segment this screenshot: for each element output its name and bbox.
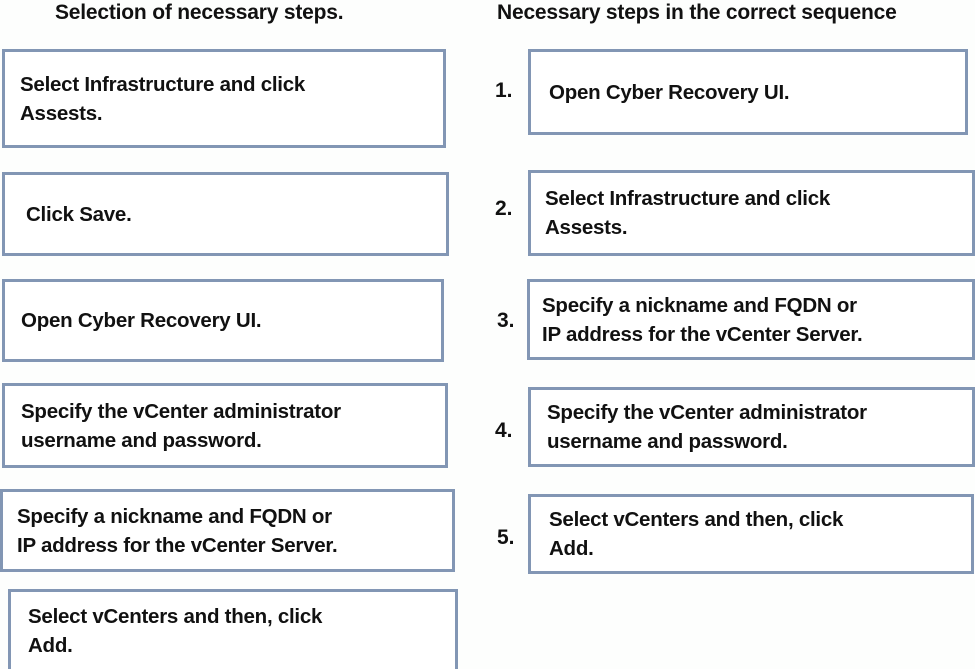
- ordered-step-item[interactable]: Specify a nickname and FQDN or IP addres…: [527, 279, 975, 360]
- ordered-step-label: Select Infrastructure and click Assests.: [545, 187, 831, 239]
- source-step-item[interactable]: Specify the vCenter administrator userna…: [2, 383, 448, 468]
- ordered-step-item[interactable]: Open Cyber Recovery UI.: [528, 49, 968, 135]
- source-step-label: Specify the vCenter administrator userna…: [21, 399, 341, 452]
- ordered-step-item[interactable]: Specify the vCenter administrator userna…: [528, 387, 975, 467]
- sequence-number: 2.: [495, 197, 513, 220]
- source-step-label: Specify a nickname and FQDN or IP addres…: [17, 504, 338, 557]
- source-step-item[interactable]: Open Cyber Recovery UI.: [2, 279, 444, 362]
- ordered-step-label: Open Cyber Recovery UI.: [549, 80, 790, 104]
- sequence-number: 1.: [495, 79, 513, 102]
- source-step-item[interactable]: Select Infrastructure and click Assests.: [2, 49, 446, 148]
- ordered-step-label: Specify the vCenter administrator userna…: [547, 401, 867, 453]
- ordered-step-item[interactable]: Select Infrastructure and click Assests.: [528, 170, 975, 256]
- right-column-header: Necessary steps in the correct sequence: [497, 1, 897, 24]
- source-step-item[interactable]: Click Save.: [2, 172, 449, 256]
- source-step-item[interactable]: Select vCenters and then, click Add.: [8, 589, 458, 669]
- source-step-item[interactable]: Specify a nickname and FQDN or IP addres…: [0, 489, 455, 572]
- ordered-step-label: Specify a nickname and FQDN or IP addres…: [542, 293, 863, 346]
- sequence-number: 4.: [495, 419, 513, 442]
- source-step-label: Click Save.: [26, 202, 132, 226]
- source-step-label: Select Infrastructure and click Assests.: [20, 72, 306, 125]
- ordered-step-item[interactable]: Select vCenters and then, click Add.: [528, 494, 974, 574]
- source-step-label: Open Cyber Recovery UI.: [21, 309, 262, 332]
- ordered-step-label: Select vCenters and then, click Add.: [549, 508, 844, 560]
- sequence-number: 3.: [497, 309, 515, 332]
- sequence-number: 5.: [497, 526, 515, 549]
- left-column-header: Selection of necessary steps.: [55, 1, 344, 24]
- source-step-label: Select vCenters and then, click Add.: [28, 605, 323, 657]
